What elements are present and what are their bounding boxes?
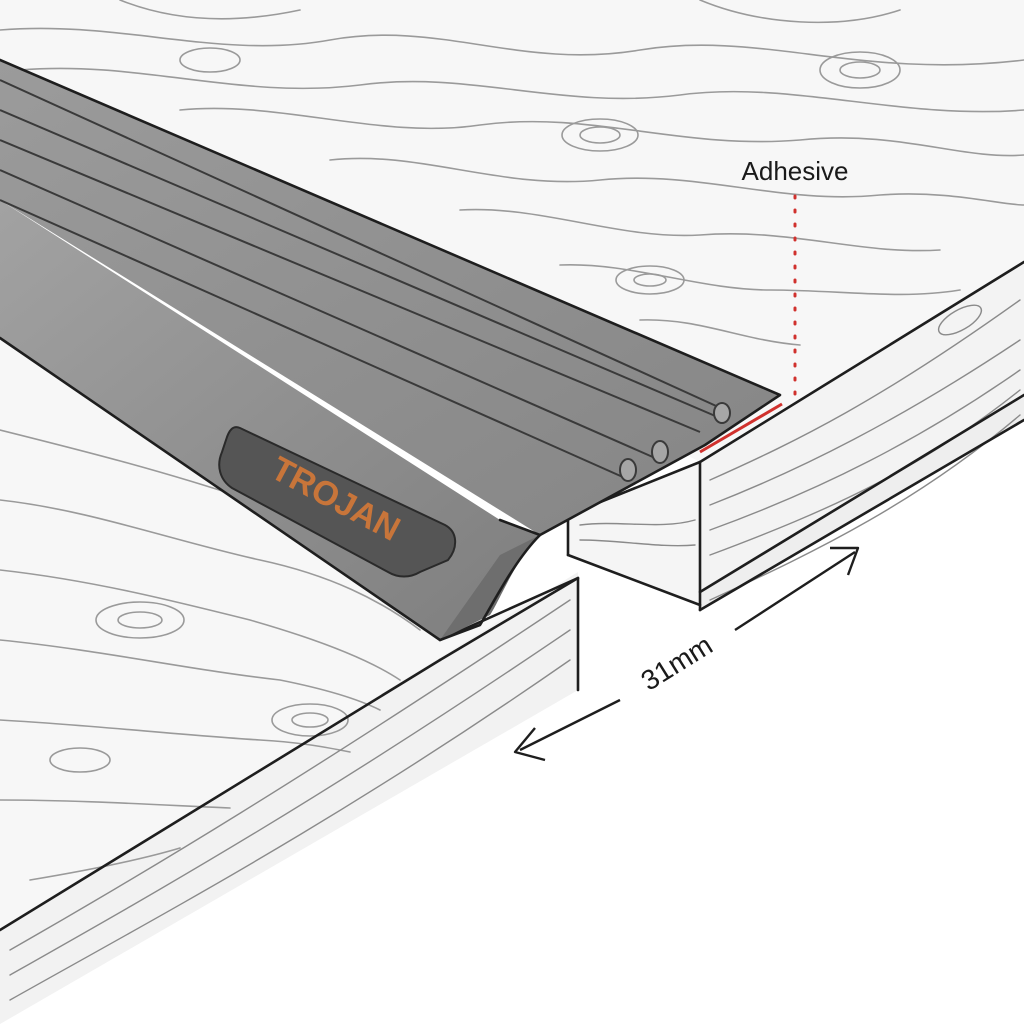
dimension-line-left bbox=[519, 698, 621, 752]
trim-ridges bbox=[0, 79, 726, 479]
threshold-trim: TROJAN bbox=[0, 58, 782, 642]
right-arrow-icon bbox=[830, 546, 860, 576]
trim-ridge-caps bbox=[619, 402, 731, 482]
adhesive-callout: Adhesive bbox=[699, 156, 849, 454]
gap-width-label: 31mm bbox=[635, 629, 717, 697]
adhesive-label: Adhesive bbox=[742, 156, 849, 186]
left-arrow-icon bbox=[513, 727, 546, 762]
dimension-line-right bbox=[734, 550, 856, 632]
back-board-grain bbox=[0, 0, 1024, 346]
right-board-grain bbox=[579, 299, 1021, 601]
right-floor-board bbox=[566, 260, 1024, 612]
back-floor-board bbox=[0, 0, 1024, 462]
front-edge-grain bbox=[9, 599, 571, 1001]
adhesive-line bbox=[699, 402, 783, 454]
